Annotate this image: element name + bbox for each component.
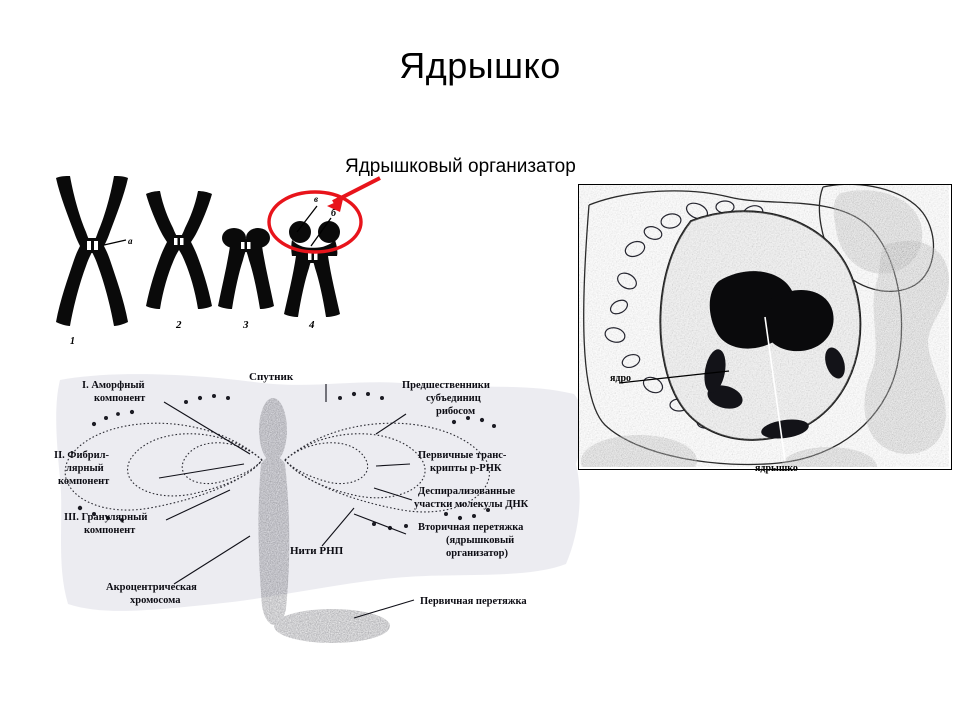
- svg-text:компонент: компонент: [84, 525, 136, 536]
- svg-text:(ядрышковый: (ядрышковый: [446, 535, 514, 546]
- highlight-ellipse: [267, 190, 363, 254]
- svg-text:участки молекулы ДНК: участки молекулы ДНК: [414, 499, 529, 510]
- svg-text:рибосом: рибосом: [436, 406, 475, 417]
- figure-chromosome-types: а: [34, 176, 384, 346]
- page-title: Ядрышко: [399, 45, 561, 86]
- svg-text:Первичная перетяжка: Первичная перетяжка: [420, 596, 527, 607]
- svg-text:организатор): организатор): [446, 548, 509, 559]
- chromosome-number-2: 2: [175, 319, 182, 331]
- rnp-granules: [77, 391, 496, 531]
- chromosome-number-3: 3: [242, 319, 249, 331]
- svg-text:хромосома: хромосома: [130, 595, 181, 606]
- adjacent-nuclei: [581, 190, 949, 467]
- figure-nucleolus-scheme: I. Аморфный компонент II. Фибрил- лярный…: [54, 368, 599, 668]
- micrograph-label-nucleus: ядро: [610, 373, 632, 384]
- micrograph-label-nucleolus: ядрышко: [755, 463, 798, 474]
- chromosome-4-part-label-b: б: [331, 208, 337, 219]
- nucleolus-mass: [709, 271, 834, 352]
- svg-text:Первичные транс-: Первичные транс-: [418, 450, 507, 461]
- scheme-label-despiralized-dna: Деспирализованные участки молекулы ДНК: [414, 486, 529, 510]
- svg-text:III. Гранулярный: III. Гранулярный: [64, 512, 147, 523]
- scheme-label-acrocentric-chromosome: Акроцентрическая хромосома: [106, 582, 197, 606]
- svg-text:лярный: лярный: [66, 463, 104, 474]
- callout-label-nucleolar-organizer: Ядрышковый организатор: [345, 156, 576, 177]
- scheme-label-rnp-threads: Нити РНП: [290, 545, 344, 557]
- svg-text:Предшественники: Предшественники: [402, 380, 490, 391]
- scheme-label-amorphous: I. Аморфный компонент: [82, 380, 146, 404]
- chromosome-number-1: 1: [70, 336, 75, 346]
- svg-text:II. Фибрил-: II. Фибрил-: [54, 450, 110, 461]
- svg-text:компонент: компонент: [94, 393, 146, 404]
- chromosome-3-shape: [218, 228, 274, 309]
- svg-text:Вторичная перетяжка: Вторичная перетяжка: [418, 522, 524, 533]
- svg-text:субъединиц: субъединиц: [426, 393, 481, 404]
- svg-text:Деспирализованные: Деспирализованные: [418, 486, 515, 497]
- chromosome-number-4: 4: [308, 319, 315, 331]
- chromosome-2-shape: [146, 191, 212, 309]
- svg-text:Спутник: Спутник: [249, 371, 294, 383]
- mitochondria: [604, 200, 764, 429]
- scheme-label-primary-rrna-transcripts: Первичные транс- крипты р-РНК: [418, 450, 507, 474]
- svg-text:Акроцентрическая: Акроцентрическая: [106, 582, 197, 593]
- chromosome-4-shape: [284, 221, 340, 317]
- scheme-label-secondary-constriction: Вторичная перетяжка (ядрышковый организа…: [418, 522, 524, 559]
- scheme-label-granular: III. Гранулярный компонент: [64, 512, 147, 536]
- scheme-label-satellite: Спутник: [249, 371, 294, 383]
- acrocentric-chromosome-shape: [258, 398, 390, 643]
- heterochromatin: [704, 347, 845, 439]
- chromosome-1-shape: [56, 176, 128, 326]
- svg-text:компонент: компонент: [58, 476, 110, 487]
- scheme-label-fibrillar: II. Фибрил- лярный компонент: [54, 450, 110, 487]
- svg-text:I. Аморфный: I. Аморфный: [82, 380, 145, 391]
- chromosome-1-label-leader: [103, 239, 127, 246]
- scheme-label-ribosome-subunit-precursors: Предшественники субъединиц рибосом: [402, 380, 490, 417]
- scheme-leader-lines: [158, 384, 415, 619]
- svg-text:крипты р-РНК: крипты р-РНК: [430, 463, 502, 474]
- callout-arrow: [327, 176, 381, 212]
- chromosome-1-part-label: а: [128, 236, 133, 246]
- svg-text:Нити РНП: Нити РНП: [290, 545, 344, 557]
- scheme-label-primary-constriction: Первичная перетяжка: [420, 596, 527, 607]
- micrograph-leaders: [618, 316, 786, 462]
- chromosome-4-leaders: [296, 205, 332, 247]
- figure-electron-micrograph: [578, 184, 952, 470]
- chromosome-4-part-label-v: в: [314, 194, 318, 204]
